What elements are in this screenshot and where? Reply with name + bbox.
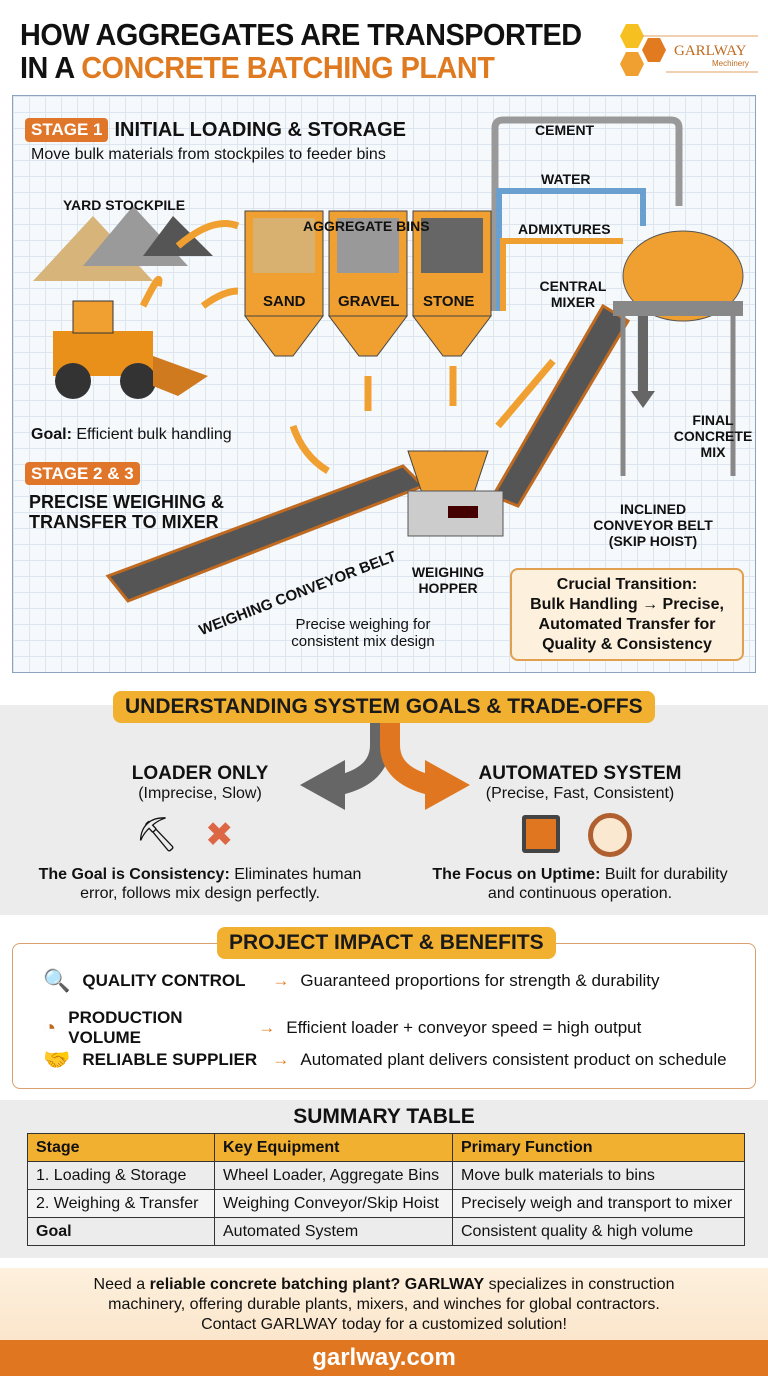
goals-header: UNDERSTANDING SYSTEM GOALS & TRADE-OFFS [113,691,655,723]
stage1-badge: STAGE 1 [25,118,109,142]
bin-sand: SAND [263,293,306,310]
aggregate-bins-label: AGGREGATE BINS [303,218,430,234]
worker-error-icon: ✖ [205,816,234,854]
transition-callout: Crucial Transition:Bulk Handling → Preci… [510,568,744,661]
garlway-logo: GARLWAY Mechinery [612,22,758,80]
final-mix-label: FINAL CONCRETE MIX [673,412,753,460]
benefits-header: PROJECT IMPACT & BENEFITS [217,927,556,959]
handshake-icon: 🤝 [43,1047,71,1072]
svg-text:Mechinery: Mechinery [712,59,749,68]
benefits-section: 🔍QUALITY CONTROL→Guaranteed proportions … [12,943,756,1089]
svg-text:GARLWAY: GARLWAY [674,43,747,59]
gauge-icon: ◔ [43,1015,57,1040]
summary-title: SUMMARY TABLE [293,1105,475,1128]
page-title: HOW AGGREGATES ARE TRANSPORTED IN A CONC… [20,17,582,85]
stage23-badge: STAGE 2 & 3 [25,462,140,485]
inclined-conveyor-label: INCLINED CONVEYOR BELT (SKIP HOIST) [593,501,713,549]
clock-icon [588,813,632,857]
bin-gravel: GRAVEL [338,293,400,310]
magnifier-icon: 🔍 [43,968,71,993]
cement-label: CEMENT [535,122,595,138]
admixtures-label: ADMIXTURES [518,221,611,237]
water-label: WATER [541,171,591,187]
weighing-hopper-label: WEIGHING HOPPER [411,564,485,596]
automated-system-title: AUTOMATED SYSTEM [478,763,682,784]
footer-url[interactable]: garlway.com [0,1340,768,1376]
stage23-title: PRECISE WEIGHING &TRANSFER TO MIXER [29,492,225,532]
worker-shoveling-icon: ⛏ [135,816,179,854]
loader-only-title: LOADER ONLY [131,763,269,784]
bin-stone: STONE [423,293,475,310]
stage1-title: INITIAL LOADING & STORAGE [114,118,406,141]
yard-stockpile-label: YARD STOCKPILE [63,197,186,213]
stage1-subtitle: Move bulk materials from stockpiles to f… [31,146,386,163]
chip-icon [522,815,560,853]
precise-weighing-note: Precise weighing for consistent mix desi… [291,616,435,650]
goals-section: LOADER ONLY(Imprecise, Slow) AUTOMATED S… [0,705,768,915]
central-mixer-label: CENTRAL MIXER [539,278,607,310]
cta-banner: Need a reliable concrete batching plant?… [0,1268,768,1340]
